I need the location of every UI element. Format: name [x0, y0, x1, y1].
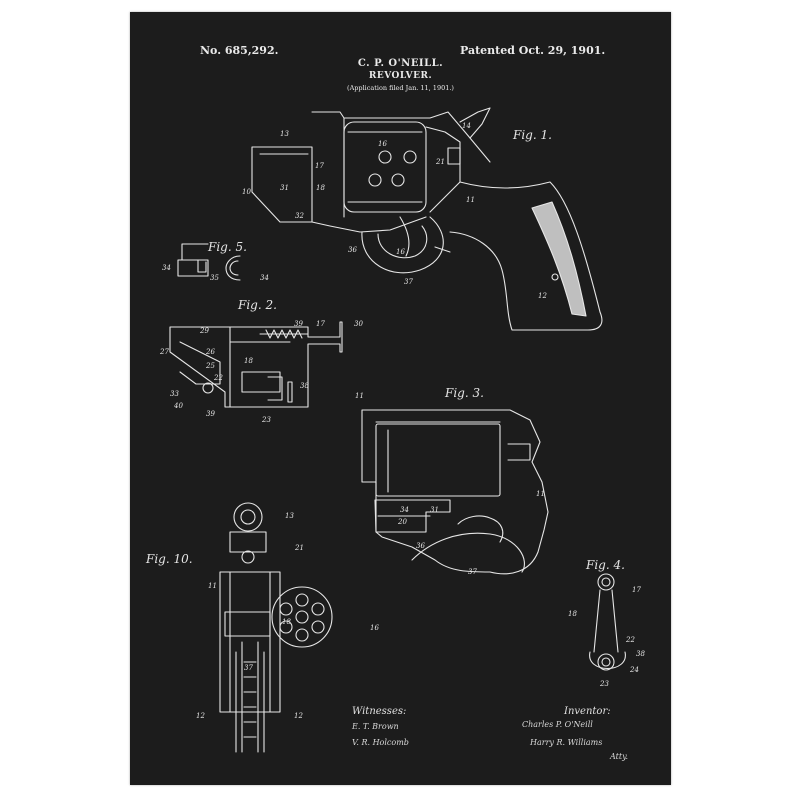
ref-num: 18: [568, 610, 577, 618]
inventor-heading: Inventor:: [564, 706, 611, 717]
patent-title: REVOLVER.: [368, 71, 433, 81]
ref-num: 36: [416, 542, 425, 550]
fig5-label: Fig. 5.: [208, 240, 247, 254]
ref-num: 17: [315, 162, 324, 170]
ref-num: 17: [632, 586, 641, 594]
ref-num: 38: [300, 382, 309, 390]
ref-num: 11: [355, 392, 364, 400]
ref-num: 13: [285, 512, 294, 520]
ref-num: 23: [262, 416, 271, 424]
witness-signature: V. R. Holcomb: [352, 738, 409, 747]
ref-num: 14: [462, 122, 471, 130]
ref-num: 18: [244, 357, 253, 365]
fig10-label: Fig. 10.: [146, 552, 193, 566]
ref-num: 11: [466, 196, 475, 204]
ref-num: 11: [536, 490, 545, 498]
ref-num: 32: [295, 212, 304, 220]
ref-num: 21: [436, 158, 445, 166]
ref-num: 29: [200, 327, 209, 335]
ref-num: 33: [170, 390, 179, 398]
ref-num: 34: [162, 264, 171, 272]
ref-num: 20: [398, 518, 407, 526]
ref-num: 24: [630, 666, 639, 674]
ref-num: 37: [244, 664, 253, 672]
witnesses-heading: Witnesses:: [352, 706, 407, 717]
application-date: (Application filed Jan. 11, 1901.): [347, 84, 454, 92]
ref-num: 22: [214, 374, 223, 382]
fig2-drawing: [169, 321, 343, 408]
fig3-label: Fig. 3.: [445, 386, 484, 400]
ref-num: 10: [242, 188, 251, 196]
ref-num: 16: [396, 248, 405, 256]
patent-poster: No. 685,292. Patented Oct. 29, 1901. C. …: [130, 12, 671, 785]
fig1-revolver-drawing: [251, 107, 603, 331]
fig3-drawing: [361, 409, 549, 575]
ref-num: 16: [370, 624, 379, 632]
patent-number: No. 685,292.: [200, 44, 279, 57]
ref-num: 12: [538, 292, 547, 300]
fig2-label: Fig. 2.: [238, 298, 277, 312]
ref-num: 12: [294, 712, 303, 720]
ref-num: 31: [280, 184, 289, 192]
ref-num: 34: [400, 506, 409, 514]
attorney-signature: Harry R. Williams: [530, 738, 603, 747]
attorney-title: Atty.: [610, 752, 629, 761]
ref-num: 23: [600, 680, 609, 688]
witness-signature: E. T. Brown: [352, 722, 399, 731]
ref-num: 31: [430, 506, 439, 514]
ref-num: 11: [208, 582, 217, 590]
ref-num: 38: [636, 650, 645, 658]
ref-num: 25: [206, 362, 215, 370]
fig5-drawing: [177, 243, 241, 281]
inventor-name: C. P. O'NEILL.: [357, 58, 444, 69]
ref-num: 27: [160, 348, 169, 356]
ref-num: 18: [282, 618, 291, 626]
ref-num: 12: [196, 712, 205, 720]
fig1-label: Fig. 1.: [513, 128, 552, 142]
ref-num: 18: [316, 184, 325, 192]
patent-date: Patented Oct. 29, 1901.: [460, 44, 606, 57]
ref-num: 17: [316, 320, 325, 328]
ref-num: 21: [295, 544, 304, 552]
ref-num: 36: [348, 246, 357, 254]
ref-num: 16: [378, 140, 387, 148]
ref-num: 37: [404, 278, 413, 286]
ref-num: 34: [260, 274, 269, 282]
fig10-drawing: [219, 502, 333, 753]
inventor-signature: Charles P. O'Neill: [522, 720, 593, 729]
fig4-drawing: [589, 573, 626, 671]
ref-num: 30: [354, 320, 363, 328]
ref-num: 39: [206, 410, 215, 418]
ref-num: 13: [280, 130, 289, 138]
patent-drawings: [169, 107, 626, 753]
ref-num: 26: [206, 348, 215, 356]
ref-num: 39: [294, 320, 303, 328]
ref-num: 22: [626, 636, 635, 644]
ref-num: 40: [174, 402, 183, 410]
fig4-label: Fig. 4.: [586, 558, 625, 572]
ref-num: 35: [210, 274, 219, 282]
ref-num: 37: [468, 568, 477, 576]
